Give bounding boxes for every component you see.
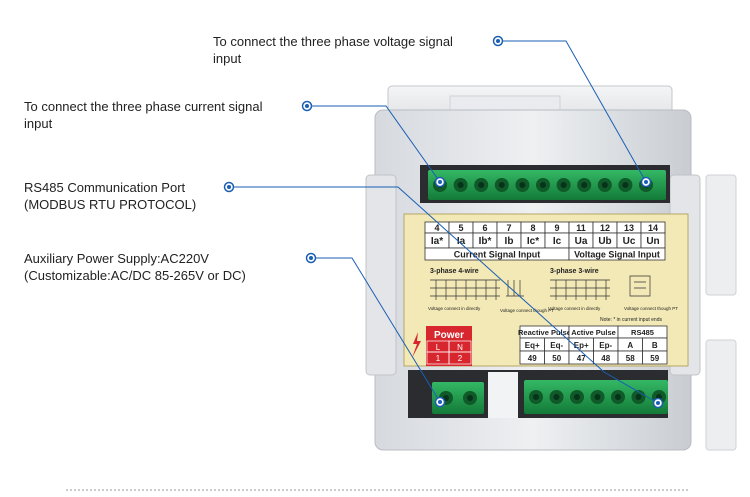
power-title: Power bbox=[434, 330, 464, 341]
current-input-note: Note: * in current input ends bbox=[600, 317, 662, 323]
terminal-number: 9 bbox=[554, 223, 559, 233]
terminal-number: 12 bbox=[600, 223, 610, 233]
pulse-header: Reactive Pulse bbox=[518, 328, 571, 337]
voltage-callout-line1: To connect the three phase voltage signa… bbox=[213, 34, 453, 49]
terminal-name: Ub bbox=[598, 236, 611, 247]
terminal-number: 13 bbox=[624, 223, 634, 233]
pulse-header: Active Pulse bbox=[571, 328, 616, 337]
pulse-number: 58 bbox=[626, 354, 635, 363]
pulse-number: 49 bbox=[528, 354, 537, 363]
current-callout-text: To connect the three phase current signa… bbox=[24, 98, 262, 132]
terminal-name: Un bbox=[646, 236, 659, 247]
power-number-1: 1 bbox=[436, 354, 441, 363]
wiring-note-2: Voltage connect though PT bbox=[500, 308, 554, 313]
terminal-name: Ia* bbox=[431, 236, 443, 247]
power-callout-line1: Auxiliary Power Supply:AC220V bbox=[24, 251, 209, 266]
voltage-callout-line2: input bbox=[213, 51, 242, 66]
power-number-2: 2 bbox=[458, 354, 463, 363]
wiring-note-3: Voltage connect in directly bbox=[548, 306, 601, 311]
pulse-number: 48 bbox=[601, 354, 610, 363]
power-name-l: L bbox=[436, 343, 441, 352]
terminal-name: Ib* bbox=[479, 236, 492, 247]
wiring-3wire-title: 3-phase 3-wire bbox=[550, 268, 599, 275]
rs485-callout-line bbox=[229, 186, 659, 404]
current-group-label: Current Signal Input bbox=[454, 250, 541, 260]
pulse-name: Ep+ bbox=[574, 341, 589, 350]
terminal-number: 5 bbox=[458, 223, 463, 233]
pulse-number: 47 bbox=[577, 354, 586, 363]
pulse-name: Eq+ bbox=[525, 341, 540, 350]
pulse-number: 50 bbox=[552, 354, 561, 363]
pulse-header: RS485 bbox=[631, 328, 654, 337]
voltage-callout-line bbox=[498, 40, 647, 183]
terminal-name: Ia bbox=[457, 236, 466, 247]
signal-terminal-block bbox=[428, 170, 666, 200]
power-callout-line bbox=[311, 257, 441, 403]
terminal-number: 6 bbox=[482, 223, 487, 233]
terminal-name: Ic bbox=[553, 236, 562, 247]
lightning-icon bbox=[412, 332, 421, 358]
wiring-4wire-title: 3-phase 4-wire bbox=[430, 268, 479, 275]
wiring-note-4: Voltage connect though PT bbox=[624, 306, 678, 311]
rs485-callout-line1: RS485 Communication Port bbox=[24, 180, 186, 195]
pulse-name: B bbox=[652, 341, 658, 350]
pulse-terminal-block bbox=[524, 380, 668, 414]
wiring-note-1: Voltage connect in directly bbox=[428, 306, 481, 311]
callout-lines bbox=[229, 40, 659, 404]
terminal-number: 4 bbox=[434, 223, 439, 233]
current-callout-line2: input bbox=[24, 116, 53, 131]
pulse-name: Eq- bbox=[550, 341, 563, 350]
terminal-number: 8 bbox=[530, 223, 535, 233]
callout-dots bbox=[223, 35, 664, 409]
current-callout-line1: To connect the three phase current signa… bbox=[24, 99, 263, 114]
rs485-callout-text: RS485 Communication Port (MODBUS RTU PRO… bbox=[24, 179, 196, 213]
current-callout-line bbox=[307, 105, 441, 183]
voltage-group-label: Voltage Signal Input bbox=[574, 250, 660, 260]
pulse-name: A bbox=[627, 341, 633, 350]
terminal-name: Ua bbox=[575, 236, 588, 247]
terminal-name: Ib bbox=[505, 236, 514, 247]
terminal-number: 14 bbox=[648, 223, 658, 233]
power-name-n: N bbox=[457, 343, 463, 352]
rs485-callout-line2: (MODBUS RTU PROTOCOL) bbox=[24, 197, 197, 212]
terminal-name: Uc bbox=[623, 236, 636, 247]
power-label-box: Power L N 1 2 bbox=[412, 326, 472, 366]
pulse-number: 59 bbox=[650, 354, 659, 363]
terminal-name: Ic* bbox=[527, 236, 539, 247]
terminal-number: 7 bbox=[506, 223, 511, 233]
wiring-diagram-lines bbox=[430, 275, 651, 300]
pulse-name: Ep- bbox=[599, 341, 612, 350]
voltage-callout-text: To connect the three phase voltage signa… bbox=[213, 33, 453, 67]
terminal-number: 11 bbox=[576, 223, 586, 233]
power-callout-text: Auxiliary Power Supply:AC220V (Customiza… bbox=[24, 250, 246, 284]
power-callout-line2: (Customizable:AC/DC 85-265V or DC) bbox=[24, 268, 246, 283]
